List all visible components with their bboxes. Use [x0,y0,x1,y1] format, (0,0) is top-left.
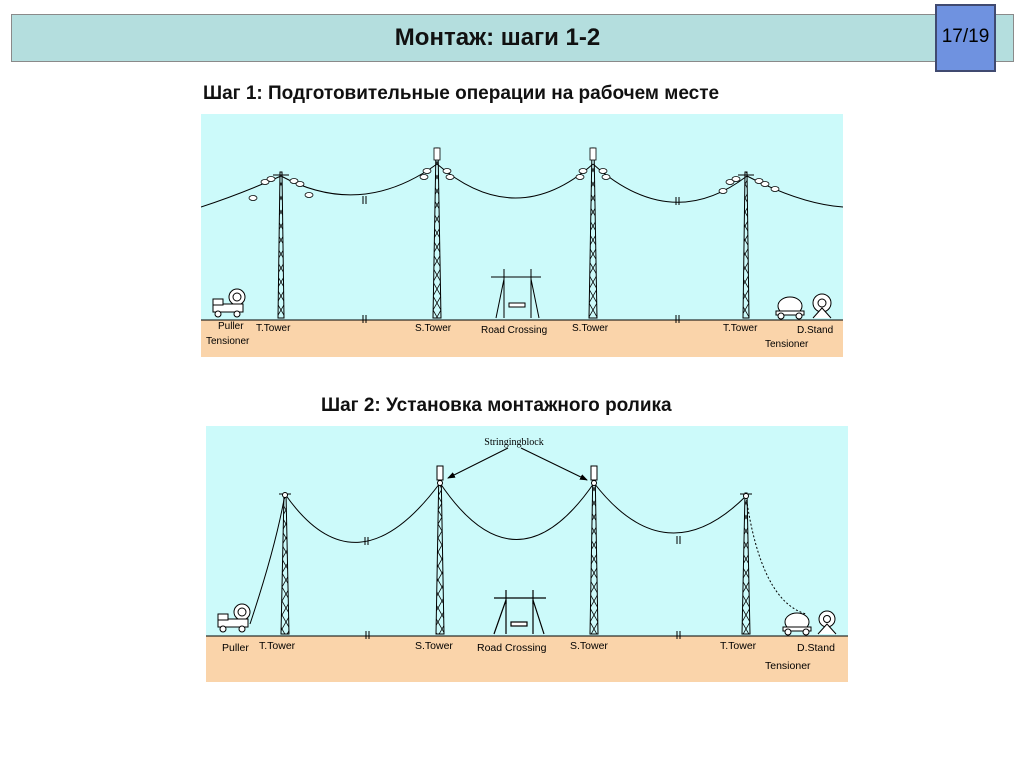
sky [206,426,848,636]
label-t-tower-right: T.Tower [723,323,758,334]
label-d-stand: D.Stand [797,642,835,654]
label-tensioner: Tensioner [765,660,811,672]
label-puller: Puller [218,321,244,332]
label-s-tower-left: S.Tower [415,323,452,334]
step2-heading: Шаг 2: Установка монтажного ролика [321,395,672,416]
s-tower-left [435,465,445,635]
label-tensioner-right: Tensioner [765,339,809,350]
drum-stand-tensioner [775,293,832,320]
break-marks [362,315,680,323]
label-s-tower-left: S.Tower [415,640,453,652]
break-marks [365,631,681,639]
road-crossing-frame [493,590,546,635]
s-tower-left [419,147,455,319]
label-d-stand: D.Stand [797,325,833,336]
drum-stand-tensioner [782,610,837,636]
step1-heading: Шаг 1: Подготовительные операции на рабо… [203,83,720,104]
stringing-block-arrows [447,447,588,481]
label-t-tower-left: T.Tower [256,323,291,334]
t-tower-left [248,171,314,319]
page-indicator: 17/19 [935,4,996,72]
conductor-wire [249,482,807,625]
label-s-tower-right: S.Tower [572,323,609,334]
label-puller: Puller [222,642,249,654]
slide-title-bar: Монтаж: шаги 1-2 [11,14,1014,62]
step2-diagram: Stringingblock Puller T.Tower [206,426,848,682]
label-t-tower-left: T.Tower [259,640,296,652]
wire-break-marks [364,536,681,545]
puller-machine [217,603,251,633]
t-tower-right [740,492,752,635]
label-t-tower-right: T.Tower [720,640,757,652]
slide-title: Монтаж: шаги 1-2 [394,24,601,51]
step1-diagram: Puller Tensioner T.Tower S.Tower Road Cr… [200,114,844,357]
label-tensioner-left: Tensioner [206,336,250,347]
t-tower-left [279,492,291,635]
puller-machine [212,288,246,318]
wire-break-marks [362,196,680,205]
ground [206,636,848,682]
sky [201,114,843,320]
road-crossing-frame [491,269,541,319]
t-tower-right [718,171,780,319]
s-tower-right [589,465,599,635]
label-road-crossing: Road Crossing [481,325,547,336]
label-stringing-block: Stringingblock [484,437,543,448]
s-tower-right [575,147,611,319]
ground [201,320,843,357]
label-road-crossing: Road Crossing [477,642,547,654]
label-s-tower-right: S.Tower [570,640,608,652]
